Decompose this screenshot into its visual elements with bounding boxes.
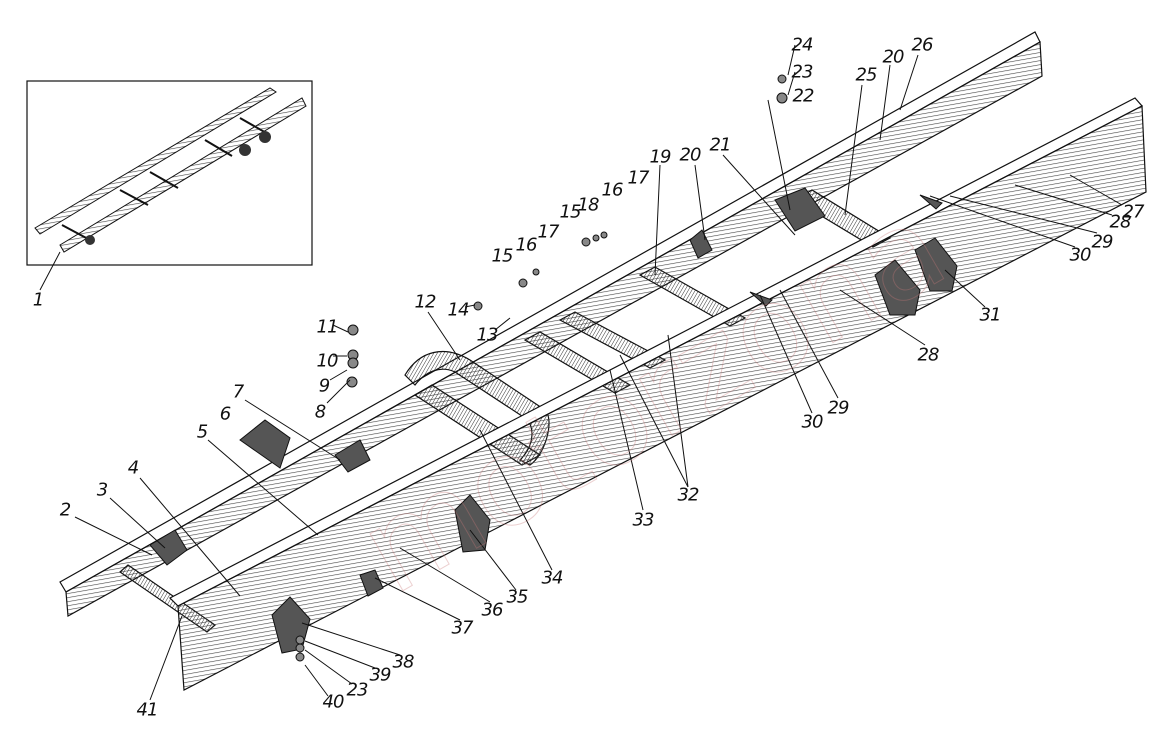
callout-label: 22 <box>792 85 815 107</box>
nut-icon <box>473 301 483 311</box>
left-side-member <box>59 31 1043 617</box>
callout-label: 8 <box>314 401 326 423</box>
bracket <box>689 229 713 259</box>
callout-label: 13 <box>476 324 499 346</box>
callout-label: 27 <box>1122 201 1145 223</box>
callout-label: 15 <box>491 245 514 267</box>
callout-label: 41 <box>136 699 159 721</box>
callout-label: 9 <box>318 375 330 397</box>
callout-label: 30 <box>801 411 824 433</box>
callout-label: 32 <box>677 484 700 506</box>
right-side-member <box>168 97 1147 691</box>
nut-icon <box>295 652 305 662</box>
callout-label: 17 <box>627 167 650 189</box>
nut-icon <box>532 268 540 276</box>
callout-label: 11 <box>316 316 339 338</box>
callout-label: 30 <box>1069 244 1092 266</box>
callout-label: 29 <box>1091 231 1114 253</box>
callout-label: 6 <box>219 403 231 425</box>
nut-icon <box>347 357 359 369</box>
callout-label: 12 <box>414 291 437 313</box>
nut-icon <box>295 635 305 645</box>
callout-label: 29 <box>827 397 850 419</box>
callout-label: 10 <box>316 350 339 372</box>
bracket <box>454 494 491 553</box>
callout-label: 25 <box>855 64 878 86</box>
callout-label: 14 <box>447 299 470 321</box>
callout-label: 26 <box>911 34 934 56</box>
inset-overview <box>26 80 313 266</box>
nut-icon <box>777 74 787 84</box>
callout-label: 23 <box>791 61 814 83</box>
callout-label: 28 <box>917 344 940 366</box>
callout-label: 1 <box>32 289 44 311</box>
bracket <box>239 419 291 469</box>
callout-label: 15 <box>559 201 582 223</box>
callout-label: 4 <box>127 457 139 479</box>
leader-lines <box>39 44 1123 701</box>
callout-label: 23 <box>346 679 369 701</box>
callout-label: 20 <box>882 46 905 68</box>
callout-label: 18 <box>577 194 600 216</box>
callout-label: 24 <box>791 34 814 56</box>
callout-label: 16 <box>515 234 538 256</box>
callout-label: 2 <box>59 499 71 521</box>
nut-icon <box>347 324 359 336</box>
nut-icon <box>295 643 305 653</box>
callout-label: 39 <box>369 664 392 686</box>
callout-label: 31 <box>979 304 1002 326</box>
callout-label: 37 <box>451 617 474 639</box>
bracket <box>149 529 188 566</box>
callout-label: 21 <box>709 134 732 156</box>
fasteners <box>295 74 788 662</box>
callout-label: 28 <box>1109 211 1132 233</box>
bracket <box>334 439 371 473</box>
callout-label: 20 <box>679 144 702 166</box>
callout-label: 35 <box>506 586 529 608</box>
nut-icon <box>346 376 358 388</box>
callout-label: 5 <box>196 421 208 443</box>
nut-icon <box>592 234 600 242</box>
callout-label: 36 <box>481 599 504 621</box>
callout-label: 7 <box>232 381 244 403</box>
nut-icon <box>600 231 608 239</box>
bracket <box>359 569 384 597</box>
bracket <box>919 194 943 210</box>
nut-icon <box>776 92 788 104</box>
callout-label: 19 <box>649 146 672 168</box>
callout-label: 33 <box>632 509 655 531</box>
nut-icon <box>581 237 591 247</box>
callout-label: 34 <box>541 567 564 589</box>
spring-brackets <box>149 187 958 654</box>
nut-icon <box>518 278 528 288</box>
callout-label: 3 <box>96 479 108 501</box>
bracket <box>749 291 773 307</box>
callout-label: 17 <box>537 221 560 243</box>
callout-label: 38 <box>392 651 415 673</box>
bracket <box>874 259 921 316</box>
callout-label: 16 <box>601 179 624 201</box>
callout-label: 40 <box>322 691 345 713</box>
